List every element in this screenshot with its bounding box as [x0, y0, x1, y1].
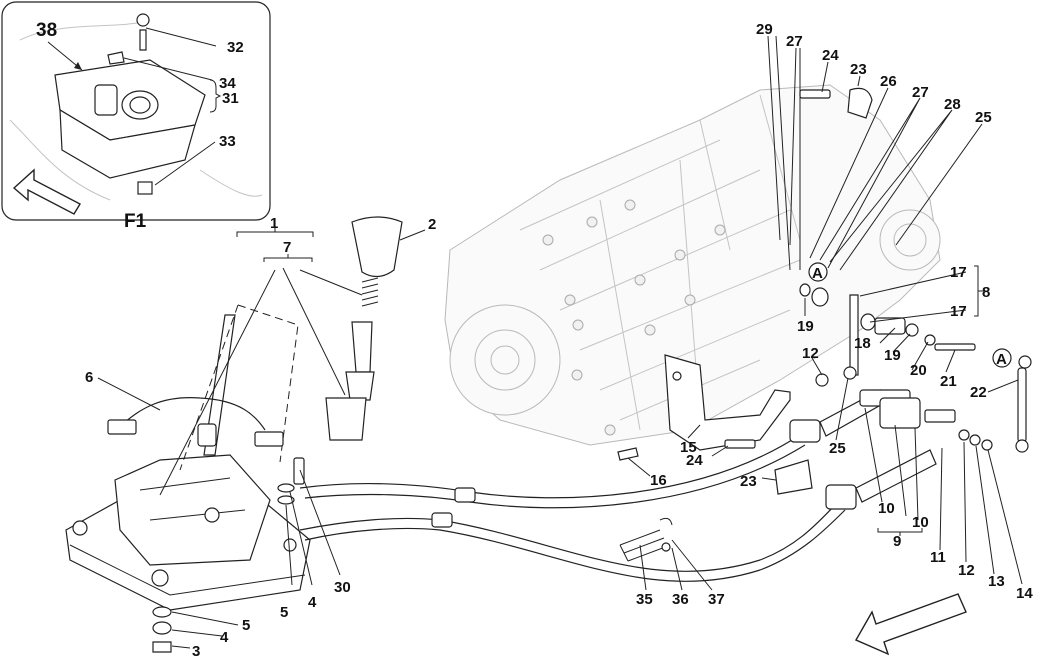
- marker-a2: A: [996, 351, 1007, 368]
- callout-8: 8: [982, 284, 990, 301]
- callout-19-lower: 19: [884, 347, 901, 364]
- callout-27-lower: 27: [912, 84, 929, 101]
- callout-33: 33: [219, 133, 236, 150]
- callout-15: 15: [680, 439, 697, 456]
- callout-27-upper: 27: [786, 33, 803, 50]
- callout-25-lower: 25: [829, 440, 846, 457]
- callout-9: 9: [893, 533, 901, 550]
- callout-4-lower: 4: [220, 629, 229, 646]
- callout-21: 21: [940, 373, 957, 390]
- callout-22: 22: [970, 384, 987, 401]
- marker-a-circle: [808, 262, 828, 282]
- callout-14: 14: [1016, 585, 1033, 602]
- callout-35: 35: [636, 591, 653, 608]
- callout-10-right: 10: [912, 514, 929, 531]
- inset-housing-body: [59, 108, 196, 179]
- callout-2: 2: [428, 216, 436, 233]
- inset-title: F1: [124, 211, 147, 232]
- callout-19-upper: 19: [797, 318, 814, 335]
- callout-11: 11: [930, 549, 946, 566]
- callout-7: 7: [283, 239, 291, 256]
- callout-34: 34: [219, 75, 236, 92]
- callout-32: 32: [227, 39, 244, 56]
- callout-23-lower: 23: [740, 473, 757, 490]
- callout-6: 6: [85, 369, 93, 386]
- callout-31: 31: [222, 90, 239, 107]
- callout-26: 26: [880, 73, 897, 90]
- callout-4-upper: 4: [308, 594, 317, 611]
- callout-23-upper: 23: [850, 61, 867, 78]
- callout-5-upper: 5: [280, 604, 288, 621]
- inset-callout-38: 38: [36, 20, 57, 41]
- inset-f1: 38 F1: [1, 1, 271, 232]
- callout-37: 37: [708, 591, 725, 608]
- callout-36: 36: [672, 591, 689, 608]
- callout-labels: 32 34 31 33 1 7 2 6 5 4 3 5 4 30 29 27 2…: [85, 21, 1033, 658]
- callout-5-lower: 5: [242, 617, 250, 634]
- callout-16: 16: [650, 472, 667, 489]
- callout-13: 13: [988, 573, 1005, 590]
- callout-1: 1: [270, 215, 278, 232]
- callout-3: 3: [192, 643, 200, 658]
- direction-arrow-icon: [12, 168, 81, 215]
- shift-knob: [351, 216, 403, 278]
- marker-a: A: [812, 265, 823, 282]
- callout-17-lower: 17: [950, 303, 967, 320]
- callout-10-left: 10: [878, 500, 895, 517]
- leader-lines: [97, 35, 1023, 649]
- direction-arrow-icon: [855, 593, 967, 656]
- callout-25-upper: 25: [975, 109, 992, 126]
- selector-linkage: A A: [617, 87, 1032, 562]
- lever-assembly: [65, 216, 403, 653]
- callout-17-upper: 17: [950, 264, 967, 281]
- marker-a2-circle: [992, 348, 1012, 368]
- callout-20: 20: [910, 362, 927, 379]
- callout-18: 18: [854, 335, 871, 352]
- callout-28: 28: [944, 96, 961, 113]
- gearbox-outline: [444, 84, 941, 446]
- callout-12-lower: 12: [958, 562, 975, 579]
- callout-30: 30: [334, 579, 351, 596]
- callout-24-lower: 24: [686, 452, 703, 469]
- callout-12-upper: 12: [802, 345, 819, 362]
- callout-29: 29: [756, 21, 773, 38]
- callout-24-upper: 24: [822, 47, 839, 64]
